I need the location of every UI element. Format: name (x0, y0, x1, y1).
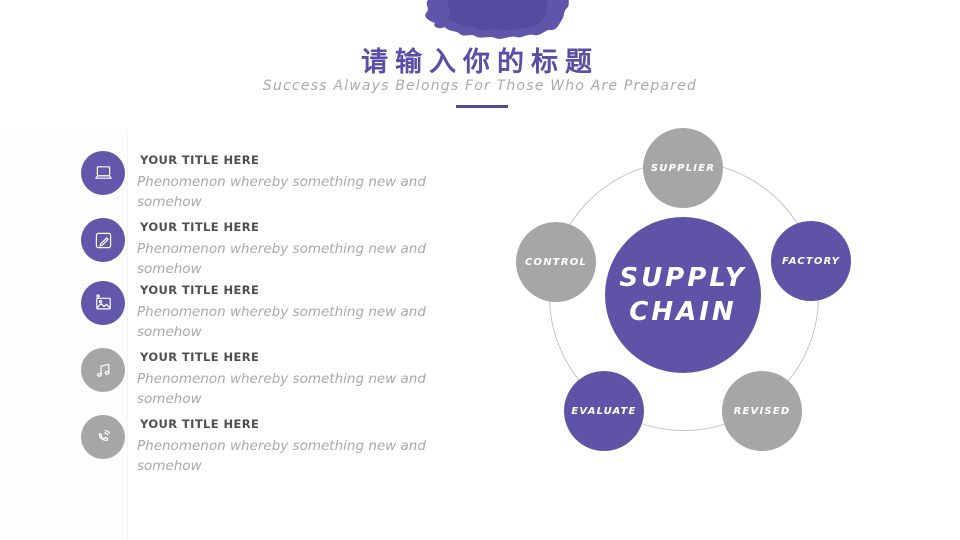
item-title: YOUR TITLE HERE (140, 283, 260, 297)
picture-icon (81, 281, 125, 325)
edit-icon (81, 218, 125, 262)
list-item: YOUR TITLE HERE Phenomenon whereby somet… (81, 281, 437, 342)
diagram-center-node: SUPPLY CHAIN (605, 217, 761, 373)
list-item: YOUR TITLE HERE Phenomenon whereby somet… (81, 415, 437, 476)
list-item: YOUR TITLE HERE Phenomenon whereby somet… (81, 348, 437, 409)
diagram-node-revised: REVISED (722, 371, 802, 451)
title-divider (456, 105, 508, 108)
page-subtitle: Success Always Belongs For Those Who Are… (262, 78, 698, 94)
node-label: EVALUATE (571, 405, 637, 417)
orbit-ring (549, 161, 819, 431)
music-icon (81, 348, 125, 392)
node-label: SUPPLIER (650, 162, 716, 174)
diagram-node-supplier: SUPPLIER (643, 128, 723, 208)
item-body: Phenomenon whereby something new and som… (137, 241, 426, 277)
item-body: Phenomenon whereby something new and som… (137, 304, 426, 340)
list-item: YOUR TITLE HERE Phenomenon whereby somet… (81, 151, 437, 212)
feature-list: YOUR TITLE HERE Phenomenon whereby somet… (81, 0, 441, 540)
node-label: REVISED (733, 405, 791, 417)
ink-blob-decoration (425, 0, 569, 39)
center-label-line1: SUPPLY (619, 263, 747, 293)
item-title: YOUR TITLE HERE (140, 350, 260, 364)
left-panel-divider (0, 130, 128, 540)
diagram-node-control: CONTROL (516, 222, 596, 302)
item-body: Phenomenon whereby something new and som… (137, 371, 426, 407)
list-item: YOUR TITLE HERE Phenomenon whereby somet… (81, 218, 437, 279)
phone-icon (81, 415, 125, 459)
item-body: Phenomenon whereby something new and som… (137, 438, 426, 474)
item-body: Phenomenon whereby something new and som… (137, 174, 426, 210)
item-title: YOUR TITLE HERE (140, 220, 260, 234)
node-label: FACTORY (781, 255, 841, 267)
laptop-icon (81, 151, 125, 195)
page-title: 请输入你的标题 (361, 47, 599, 78)
item-title: YOUR TITLE HERE (140, 417, 260, 431)
diagram-node-evaluate: EVALUATE (564, 371, 644, 451)
node-label: CONTROL (524, 256, 587, 268)
item-title: YOUR TITLE HERE (140, 153, 260, 167)
diagram-node-factory: FACTORY (771, 221, 851, 301)
center-label-line2: CHAIN (629, 297, 737, 327)
